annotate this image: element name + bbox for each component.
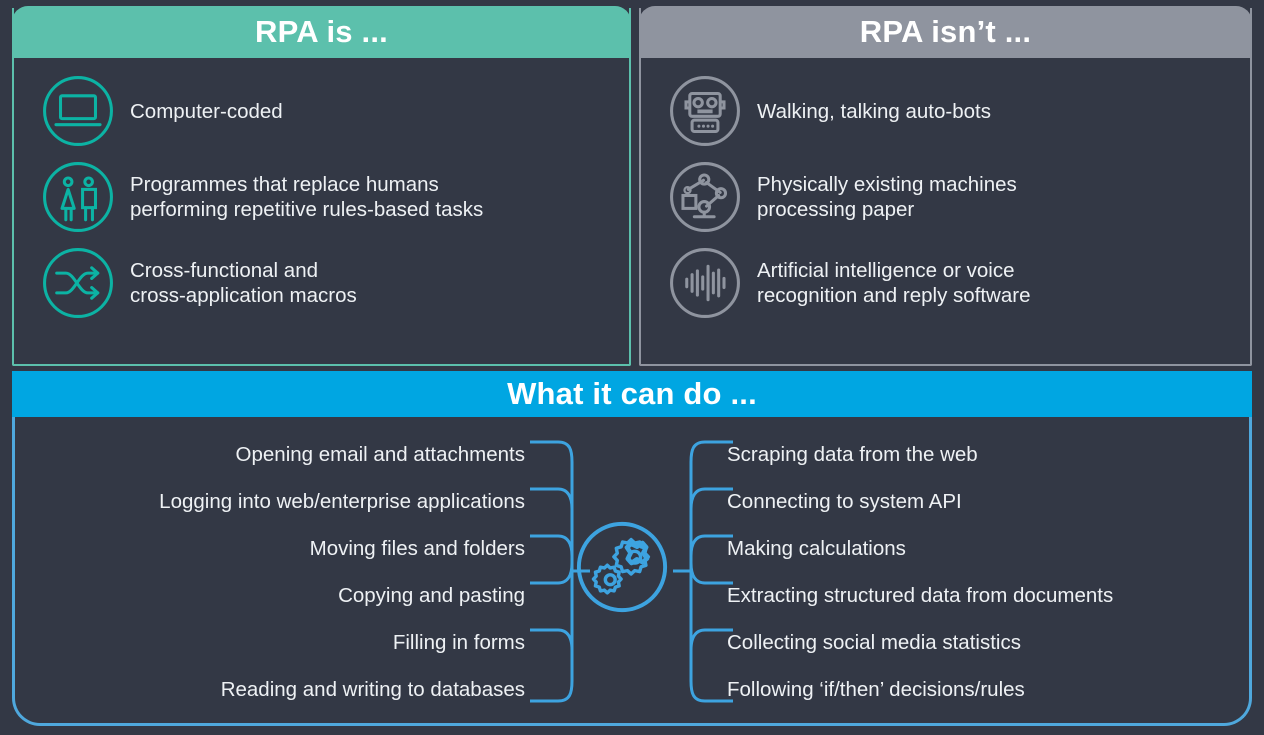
panel-rpa-isnt: RPA isn’t ... Walking, talki [639,6,1252,366]
feature-row: Computer-coded [14,68,629,154]
list-item: Logging into web/enterprise applications [159,489,525,513]
panel-rpa-is: RPA is ... Computer-coded [12,6,631,366]
feature-label: Computer-coded [130,99,283,123]
laptop-icon [43,76,113,146]
feature-label: Cross-functional and cross-application m… [130,259,357,307]
shuffle-arrows-icon [43,248,113,318]
list-item: Following ‘if/then’ decisions/rules [727,677,1025,701]
list-item: Reading and writing to databases [220,677,525,701]
two-people-icon [43,162,113,232]
left-bracket-connector [530,440,590,703]
feature-row: Programmes that replace humans performin… [14,154,629,240]
feature-row: Cross-functional and cross-application m… [14,240,629,326]
feature-row: Artificial intelligence or voice recogni… [641,240,1250,326]
robot-head-icon [670,76,740,146]
panel-rpa-isnt-title: RPA isn’t ... [639,6,1252,58]
feature-label: Programmes that replace humans performin… [130,173,484,221]
list-item: Filling in forms [392,630,525,654]
list-item: Moving files and folders [309,536,525,560]
voice-waveform-icon [670,248,740,318]
rpa-isnt-feature-list: Walking, talking auto-bots [641,60,1250,326]
feature-row: Walking, talking auto-bots [641,68,1250,154]
gear-small [591,563,623,595]
can-do-body: Opening email and attachments Logging in… [15,420,1249,723]
feature-label: Walking, talking auto-bots [757,99,991,123]
list-item: Connecting to system API [727,489,962,513]
rpa-is-feature-list: Computer-coded Programmes that replace h… [14,60,629,326]
can-do-left-list: Opening email and attachments Logging in… [25,420,525,723]
gears-icon [576,521,668,613]
list-item: Collecting social media statistics [727,630,1021,654]
list-item: Making calculations [727,536,906,560]
list-item: Copying and pasting [338,583,525,607]
robotic-arm-icon [670,162,740,232]
list-item: Opening email and attachments [235,442,525,466]
list-item: Scraping data from the web [727,442,978,466]
can-do-right-list: Scraping data from the web Connecting to… [727,420,1227,723]
feature-label: Artificial intelligence or voice recogni… [757,259,1031,307]
panel-rpa-is-title: RPA is ... [12,6,631,58]
panel-what-it-can-do: What it can do ... Opening email and att… [12,371,1252,726]
panel-what-it-can-do-title: What it can do ... [12,371,1252,417]
right-bracket-connector [673,440,733,703]
gear-large [612,537,651,576]
feature-label: Physically existing machines processing … [757,173,1017,221]
list-item: Extracting structured data from document… [727,583,1114,607]
feature-row: Physically existing machines processing … [641,154,1250,240]
